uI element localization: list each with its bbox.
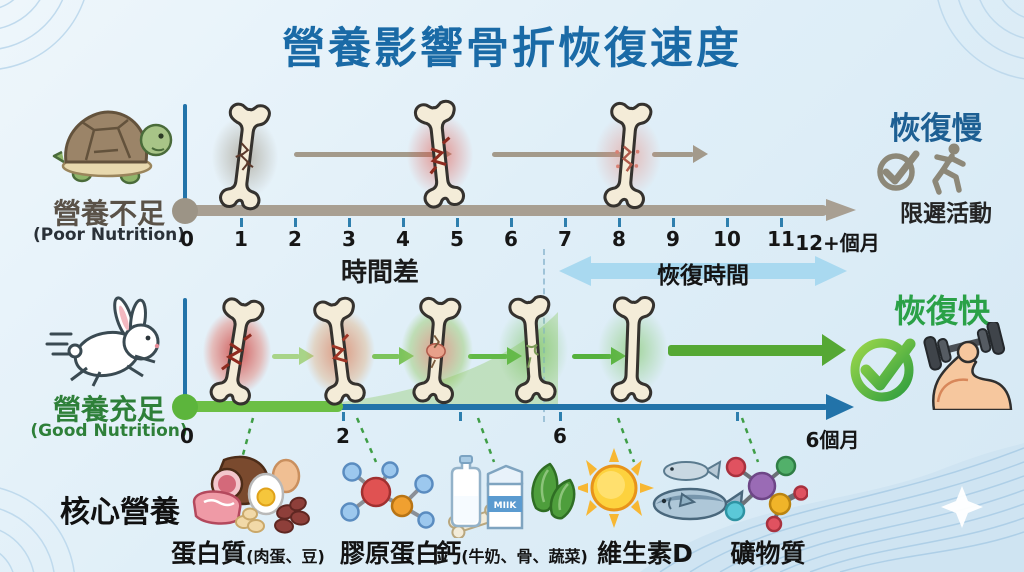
poor-tick: 3 <box>342 227 356 251</box>
collagen-molecule-icon <box>340 461 435 529</box>
poor-tick: 7 <box>558 227 572 251</box>
healing-stage-bone <box>488 294 578 406</box>
restricted-activity-label: 限遲活動 <box>900 201 992 227</box>
poor-tick: 11 <box>767 227 795 251</box>
poor-tick: 9 <box>666 227 680 251</box>
poor-tick: 6 <box>504 227 518 251</box>
protein-foods-icon <box>192 455 310 534</box>
minerals-molecule-icon <box>724 455 808 533</box>
poor-tick: 2 <box>288 227 302 251</box>
healed-bone <box>588 294 678 406</box>
poor-tick: 8 <box>612 227 626 251</box>
good-timeline-bar <box>185 404 828 410</box>
poor-timeline-bar <box>185 205 828 216</box>
poor-tick: 10 <box>713 227 741 251</box>
good-timeline-green-segment <box>185 401 343 412</box>
poor-timeline-arrowhead <box>826 199 856 221</box>
fracture-stage-bone <box>200 100 290 213</box>
time-gap-label: 時間差 <box>340 258 419 288</box>
good-tick: 2 <box>336 424 350 448</box>
recovery-time-band <box>559 256 847 286</box>
page-title: 營養影響骨折恢復速度 <box>282 24 742 74</box>
nutrient-label-minerals: 礦物質 <box>730 539 806 568</box>
poor-tick: 0 <box>180 227 194 251</box>
recovery-time-label: 恢復時間 <box>657 263 749 289</box>
svg-text:MIIK: MIIK <box>494 501 518 511</box>
sparkle-icon <box>941 486 983 528</box>
progress-arrow <box>652 144 708 164</box>
good-axis-origin-line <box>183 298 187 406</box>
nutrient-label-collagen: 膠原蛋白 <box>339 539 440 568</box>
poor-nutrition-label: 營養不足 <box>52 197 165 230</box>
core-nutrients-heading: 核心營養 <box>60 495 180 530</box>
poor-axis-origin-line <box>183 104 187 208</box>
healing-stage-bone <box>192 295 282 408</box>
nutrient-label-calcium: 鈣(牛奶、骨、蔬菜) <box>436 539 588 568</box>
rabbit-icon <box>45 296 160 387</box>
poor-timeline-start-dot <box>172 198 198 224</box>
fast-progress-arrow <box>668 334 846 366</box>
poor-nutrition-sublabel: (Poor Nutrition) <box>32 225 186 245</box>
healing-stage-bone <box>295 295 385 408</box>
good-timeline-arrowhead <box>826 394 854 420</box>
good-tick: 6 <box>553 424 567 448</box>
slow-recovery-label: 恢復慢 <box>889 111 983 147</box>
good-nutrition-sublabel: (Good Nutrition) <box>30 421 188 441</box>
calcium-foods-icon: MIIK <box>448 455 576 538</box>
restricted-check-icon <box>877 150 920 191</box>
good-axis-end-label: 6個月 <box>805 428 860 452</box>
good-tick: 0 <box>180 424 194 448</box>
success-check-icon <box>850 338 916 402</box>
runner-icon <box>932 143 966 195</box>
poor-axis-end-label: 12+個月 <box>795 231 880 255</box>
muscle-dumbbell-icon <box>923 322 1013 410</box>
nutrient-label-protein: 蛋白質(肉蛋、豆) <box>171 539 325 568</box>
healing-stage-bone <box>392 295 482 407</box>
vitamin-d-sun-fish-icon <box>578 448 744 528</box>
fracture-stage-bone <box>583 100 673 212</box>
fracture-stage-bone <box>395 98 485 211</box>
poor-tick: 5 <box>450 227 464 251</box>
turtle-icon <box>52 110 173 185</box>
good-timeline-start-dot <box>172 394 198 420</box>
poor-tick: 1 <box>234 227 248 251</box>
good-nutrition-label: 營養充足 <box>52 393 165 426</box>
poor-tick: 4 <box>396 227 410 251</box>
fast-recovery-label: 恢復快 <box>893 292 990 330</box>
